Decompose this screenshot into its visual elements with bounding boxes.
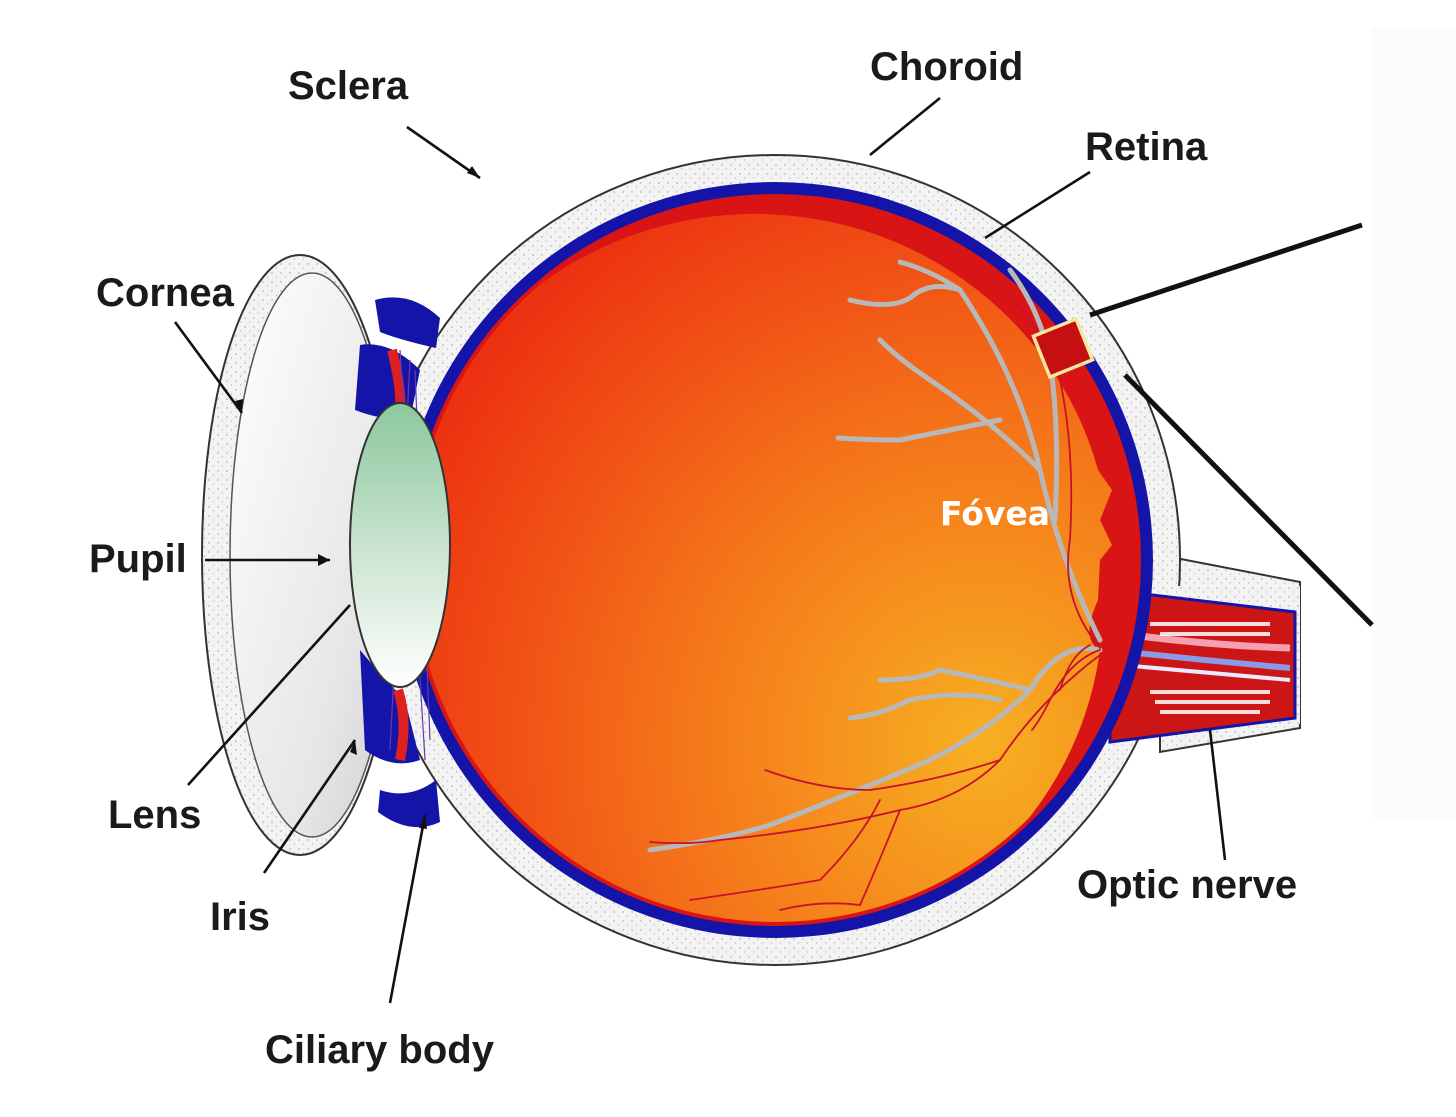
retina-pointer (985, 172, 1090, 238)
label-choroid: Choroid (870, 45, 1023, 89)
label-pupil: Pupil (89, 537, 187, 581)
label-lens: Lens (108, 793, 201, 837)
label-sclera: Sclera (288, 64, 409, 108)
label-iris: Iris (210, 895, 270, 939)
label-cornea: Cornea (96, 271, 235, 315)
label-ciliary-body: Ciliary body (265, 1028, 495, 1072)
label-optic-nerve: Optic nerve (1077, 863, 1297, 907)
ciliary-body-pointer (390, 815, 425, 1003)
zoom-line-upper (1090, 225, 1362, 315)
zoom-panel-background (1372, 28, 1456, 818)
label-fovea: Fóvea (940, 494, 1050, 533)
choroid-pointer (870, 98, 940, 155)
optic-nerve-pointer (1210, 730, 1225, 860)
label-retina: Retina (1085, 125, 1208, 169)
lens (350, 403, 450, 687)
